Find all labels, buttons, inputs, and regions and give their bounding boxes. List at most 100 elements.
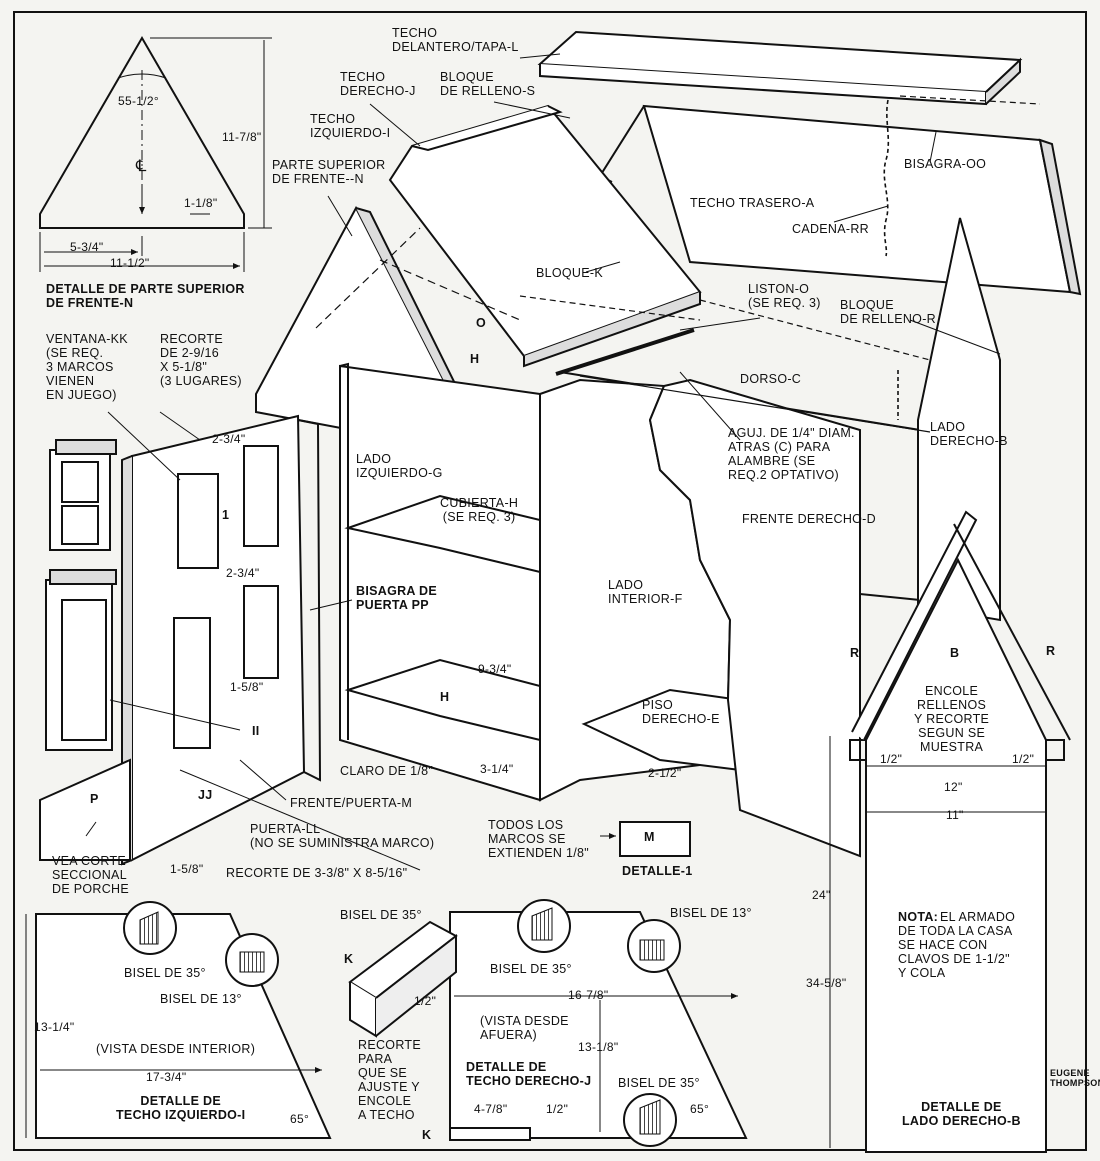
label-vista-interior: (VISTA DESDE INTERIOR) bbox=[96, 1042, 256, 1056]
label-cubierta-h: CUBIERTA-H (SE REQ. 3) bbox=[440, 496, 519, 524]
dim-1-58-b: 1-5/8" bbox=[170, 862, 204, 876]
label-bisel-35-k: BISEL DE 35° bbox=[340, 908, 422, 922]
dim-centerline: ℄ bbox=[136, 158, 147, 175]
artist-signature: EUGENE THOMPSON bbox=[1050, 1068, 1100, 1088]
label-recorte-338: RECORTE DE 3-3/8" x 8-5/16" bbox=[226, 866, 408, 880]
dim-34-58: 34-5/8" bbox=[806, 976, 847, 990]
detail-n-triangle bbox=[39, 36, 272, 272]
mark-k2: K bbox=[422, 1128, 432, 1142]
front-door-panel bbox=[39, 414, 322, 866]
label-vea-corte: VEA CORTE SECCIONAL DE PORCHE bbox=[52, 854, 130, 896]
dim-2-12: 2-1/2" bbox=[648, 766, 682, 780]
mark-k: K bbox=[344, 952, 354, 966]
label-lado-interior: LADO INTERIOR-F bbox=[608, 578, 683, 606]
dim-65-j: 65° bbox=[690, 1102, 710, 1116]
block-k-detail bbox=[348, 920, 458, 1038]
dim-13-14: 13-1/4" bbox=[34, 1020, 75, 1034]
dim-9-34: 9-3/4" bbox=[478, 662, 512, 676]
detail-b-side bbox=[829, 510, 1071, 1153]
detail-i-roof bbox=[25, 901, 332, 1139]
mark-r-left: R bbox=[850, 646, 860, 660]
label-bisel-35-j: BISEL DE 35° bbox=[490, 962, 572, 976]
label-recorte-para: RECORTE PARA QUE SE AJUSTE Y ENCOLE A TE… bbox=[358, 1038, 421, 1122]
dim-11: 11" bbox=[946, 808, 964, 822]
dim-half-k: 1/2" bbox=[414, 994, 437, 1008]
label-techo-delantero: TECHO DELANTERO/TAPA-L bbox=[392, 26, 519, 54]
label-frente-derecho: FRENTE DERECHO-D bbox=[742, 512, 876, 526]
page-border bbox=[13, 11, 1087, 1151]
label-parte-superior: PARTE SUPERIOR DE FRENTE--N bbox=[272, 158, 386, 186]
dim-24: 24" bbox=[812, 888, 831, 902]
mark-jj: JJ bbox=[198, 788, 213, 802]
mark-r-right: R bbox=[1046, 644, 1056, 658]
dim-4-78: 4-7/8" bbox=[474, 1102, 508, 1116]
mark-1: 1 bbox=[222, 508, 230, 522]
label-liston-o: LISTON-O (SE REQ. 3) bbox=[748, 282, 821, 310]
mark-m: M bbox=[644, 830, 655, 844]
dim-half-j: 1/2" bbox=[546, 1102, 569, 1116]
label-piso-derecho: PISO DERECHO-E bbox=[642, 698, 720, 726]
mark-p: P bbox=[90, 792, 99, 806]
label-detalle-i: DETALLE DE TECHO IZQUIERDO-I bbox=[116, 1094, 246, 1122]
label-detalle-n: DETALLE DE PARTE SUPERIOR DE FRENTE-N bbox=[46, 282, 245, 310]
mark-h-upper: H bbox=[470, 352, 480, 366]
dim-angle-top: 55-1/2° bbox=[118, 94, 159, 108]
dim-2-34-a: 2-3/4" bbox=[212, 432, 246, 446]
label-puerta-ll: PUERTA-LL (NO SE SUMINISTRA MARCO) bbox=[250, 822, 435, 850]
label-bloque-relleno-r: BLOQUE DE RELLENO-R bbox=[840, 298, 936, 326]
leader-lines bbox=[85, 53, 1001, 871]
dim-2-34-b: 2-3/4" bbox=[226, 566, 260, 580]
dim-17-34: 17-3/4" bbox=[146, 1070, 187, 1084]
bevel-hatches bbox=[139, 907, 665, 1135]
label-recorte-2916: RECORTE DE 2-9/16 x 5-1/8" (3 LUGARES) bbox=[160, 332, 242, 388]
label-ventana-kk: VENTANA-KK (SE REQ. 3 MARCOS VIENEN EN J… bbox=[46, 332, 128, 402]
dim-1-18: 1-1/8" bbox=[184, 196, 218, 210]
detail-1-frame bbox=[600, 821, 691, 857]
front-roof-plate-l bbox=[537, 30, 1041, 106]
label-bisagra-pp: BISAGRA DE PUERTA PP bbox=[356, 584, 438, 612]
label-techo-derecho: TECHO DERECHO-J bbox=[340, 70, 416, 98]
dim-half-right: 1/2" bbox=[1012, 752, 1035, 766]
label-dorso-c: DORSO-C bbox=[740, 372, 802, 386]
label-cadena-rr: CADENA-RR bbox=[792, 222, 870, 236]
label-bloque-relleno-s: BLOQUE DE RELLENO-S bbox=[440, 70, 536, 98]
label-bisel-35-j2: BISEL DE 35° bbox=[618, 1076, 700, 1090]
dim-65-i: 65° bbox=[290, 1112, 310, 1126]
label-bisel-35-i: BISEL DE 35° bbox=[124, 966, 206, 980]
label-lado-derecho-b: LADO DERECHO-B bbox=[930, 420, 1008, 448]
dim-1-58-a: 1-5/8" bbox=[230, 680, 264, 694]
dim-11-78: 11-7/8" bbox=[222, 130, 262, 144]
dim-12: 12" bbox=[944, 780, 963, 794]
chain-rr bbox=[883, 99, 899, 420]
label-detalle-1: DETALLE-1 bbox=[622, 864, 693, 878]
label-techo-izquierdo: TECHO IZQUIERDO-I bbox=[310, 112, 391, 140]
label-nota: EL ARMADO DE TODA LA CASA SE HACE CON CL… bbox=[898, 910, 1016, 980]
window-kk-frames bbox=[45, 439, 117, 751]
label-nota-title: NOTA: bbox=[898, 910, 939, 924]
mark-o: O bbox=[476, 316, 487, 330]
label-todos-marcos: TODOS LOS MARCOS SE EXTIENDEN 1/8" bbox=[488, 818, 590, 860]
label-aguj: AGUJ. DE 1/4" DIAM. ATRAS (C) PARA ALAMB… bbox=[728, 426, 855, 482]
label-bisel-13-i: BISEL DE 13° bbox=[160, 992, 242, 1006]
dim-3-14: 3-1/4" bbox=[480, 762, 514, 776]
label-encole: ENCOLE RELLENOS Y RECORTE SEGUN SE MUEST… bbox=[914, 684, 990, 754]
dim-5-34: 5-3/4" bbox=[70, 240, 104, 254]
label-vista-afuera: (VISTA DESDE AFUERA) bbox=[480, 1014, 569, 1042]
label-bloque-k: BLOQUE-K bbox=[536, 266, 603, 280]
label-claro: CLARO DE 1/8" bbox=[340, 764, 434, 778]
label-detalle-j: DETALLE DE TECHO DERECHO-J bbox=[466, 1060, 592, 1088]
dim-half-left: 1/2" bbox=[880, 752, 903, 766]
label-techo-trasero: TECHO TRASERO-A bbox=[690, 196, 815, 210]
mark-h-lower: H bbox=[440, 690, 450, 704]
house-body bbox=[339, 217, 1001, 858]
dim-13-18: 13-1/8" bbox=[578, 1040, 619, 1054]
mark-b: B bbox=[950, 646, 960, 660]
label-detalle-b: DETALLE DE LADO DERECHO-B bbox=[902, 1100, 1021, 1128]
mark-ii: II bbox=[252, 724, 260, 738]
dim-16-78: 16-7/8" bbox=[568, 988, 609, 1002]
label-frente-puerta: FRENTE/PUERTA-M bbox=[290, 796, 413, 810]
dim-11-12: 11-1/2" bbox=[110, 256, 150, 270]
label-bisel-13-j: BISEL DE 13° bbox=[670, 906, 752, 920]
label-bisagra-oo: BISAGRA-OO bbox=[904, 157, 987, 171]
